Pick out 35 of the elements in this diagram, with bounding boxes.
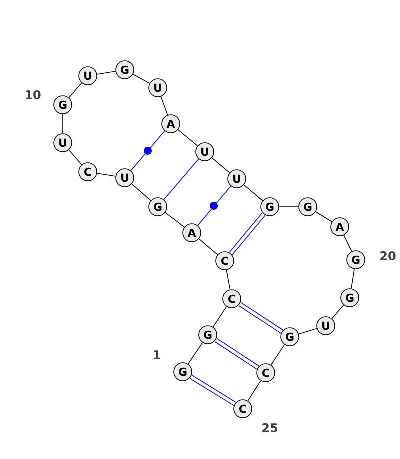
backbone-line (226, 270, 231, 290)
backbone-line (68, 150, 82, 166)
backbone-line (212, 158, 230, 174)
backbone-line (132, 74, 150, 84)
backbone-line (332, 304, 344, 320)
position-number: 1 (154, 350, 160, 360)
backbone-line (212, 306, 228, 328)
backbone-line (188, 342, 204, 365)
backbone-line (248, 380, 262, 402)
backbone-line (351, 268, 355, 290)
base-pair-line (190, 374, 236, 406)
backbone-line (160, 96, 168, 116)
backbone-line (96, 173, 116, 177)
position-number: 20 (380, 251, 396, 261)
backbone-line (316, 212, 332, 222)
backbone-line (62, 114, 64, 134)
backbone-line (96, 71, 116, 75)
backbone-line (132, 184, 152, 202)
base-pair-line (164, 158, 200, 200)
base-pair-line (229, 212, 266, 256)
backbone-line (344, 235, 352, 252)
backbone-line (68, 82, 82, 98)
base-pair-line (198, 186, 232, 226)
backbone-line (198, 238, 218, 256)
base-pair-line (214, 338, 260, 370)
backbone-line (279, 206, 299, 208)
base-pair-line (238, 302, 284, 334)
base-pair-line (130, 130, 166, 172)
backbone-line (165, 212, 185, 228)
backbone-line (178, 130, 198, 146)
position-number: 25 (262, 423, 278, 433)
backbone-line (270, 344, 286, 366)
backbone-line (298, 328, 318, 335)
backbone-line (244, 184, 264, 202)
position-number: 10 (26, 90, 41, 100)
